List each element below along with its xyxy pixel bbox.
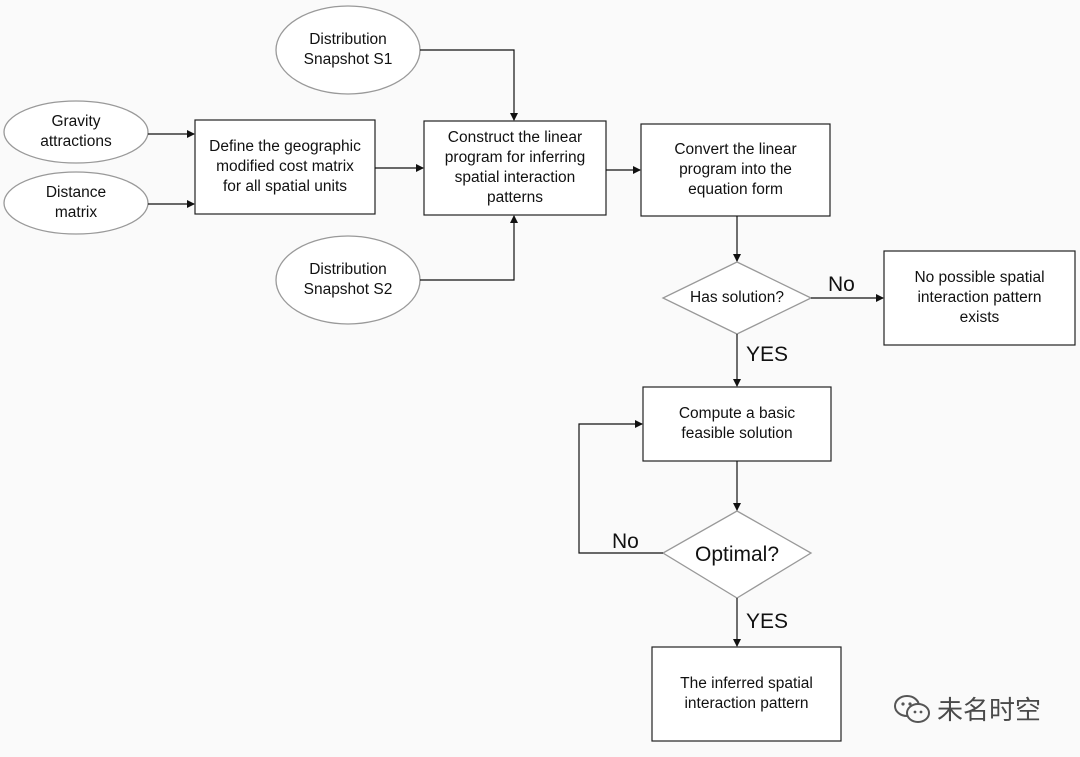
- edge-s2-to-construct: [420, 215, 518, 281]
- convert-lp-box: [640, 123, 831, 217]
- optimal-no-label: No: [612, 530, 639, 553]
- gravity-ellipse: [3, 100, 149, 164]
- construct-lp-label: Construct the linear program for inferri…: [444, 129, 586, 206]
- edge-s1-to-construct: [420, 49, 518, 121]
- watermark: 未名时空: [893, 690, 1041, 727]
- chat-bubbles-icon: [894, 694, 930, 723]
- convert-lp-label: Convert the linear program into the equa…: [674, 141, 797, 198]
- inferred-label: The inferred spatial interaction pattern: [680, 675, 813, 712]
- inferred-box: [651, 646, 842, 742]
- distance-label: Distance matrix: [45, 184, 107, 221]
- no-pattern-box: [883, 250, 1076, 346]
- construct-lp-box: [423, 120, 607, 216]
- gravity-label: Gravity attractions: [40, 113, 112, 150]
- define-cost-label: Define the geographic modified cost matr…: [209, 138, 361, 195]
- watermark-text: 未名时空: [937, 695, 1042, 725]
- has-solution-yes-label: YES: [746, 343, 789, 366]
- no-pattern-label: No possible spatial interaction pattern …: [914, 269, 1045, 326]
- snapshot-s2-label: Distribution Snapshot S2: [303, 261, 393, 298]
- has-solution-label: Has solution?: [690, 289, 784, 306]
- snapshot-s1-label: Distribution Snapshot S1: [303, 31, 393, 68]
- optimal-yes-label: YES: [746, 610, 789, 633]
- optimal-label: Optimal?: [694, 542, 780, 566]
- distance-ellipse: [3, 171, 149, 235]
- define-cost-box: [194, 119, 376, 215]
- basic-feasible-label: Compute a basic feasible solution: [678, 405, 796, 442]
- edge-optimal-no-loop: [578, 420, 663, 554]
- has-solution-no-label: No: [828, 273, 855, 296]
